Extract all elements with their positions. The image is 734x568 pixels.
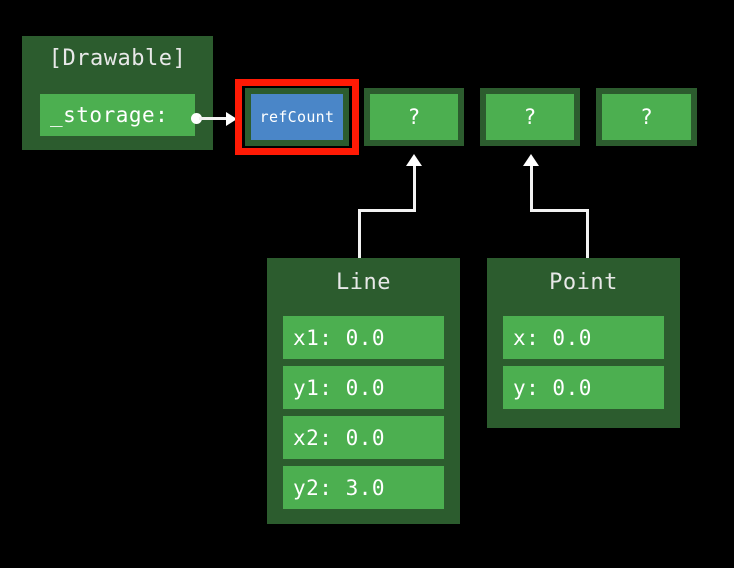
storage-cell-2: ? xyxy=(480,88,580,146)
storage-cell-2-label: ? xyxy=(486,94,574,140)
line-connector-arrowhead xyxy=(406,154,422,166)
line-field-x1: x1: 0.0 xyxy=(283,316,444,359)
drawable-field-storage: _storage: xyxy=(40,94,195,136)
line-connector-riser xyxy=(413,166,416,212)
storage-cell-3: ? xyxy=(596,88,697,146)
point-struct-box: Point x: 0.0 y: 0.0 xyxy=(487,258,680,428)
point-connector-riser xyxy=(530,166,533,212)
line-field-y1: y1: 0.0 xyxy=(283,366,444,409)
storage-pointer-line xyxy=(199,117,229,120)
storage-cell-0: refCount xyxy=(245,88,349,146)
line-field-y2: y2: 3.0 xyxy=(283,466,444,509)
storage-cell-3-label: ? xyxy=(602,94,691,140)
storage-cell-0-label: refCount xyxy=(251,94,343,140)
point-connector-arrowhead xyxy=(523,154,539,166)
line-connector-stem xyxy=(358,209,361,259)
storage-cell-1: ? xyxy=(364,88,464,146)
point-field-y: y: 0.0 xyxy=(503,366,664,409)
line-connector-bend xyxy=(358,209,416,212)
point-connector-stem xyxy=(586,209,589,259)
point-struct-title: Point xyxy=(549,270,618,295)
point-connector-bend xyxy=(530,209,589,212)
line-struct-box: Line x1: 0.0 y1: 0.0 x2: 0.0 y2: 3.0 xyxy=(267,258,460,524)
drawable-title: [Drawable] xyxy=(48,46,187,71)
point-field-x: x: 0.0 xyxy=(503,316,664,359)
line-field-x2: x2: 0.0 xyxy=(283,416,444,459)
line-struct-title: Line xyxy=(336,270,391,295)
drawable-box: [Drawable] _storage: xyxy=(22,36,213,150)
storage-pointer-dot xyxy=(191,113,202,124)
storage-pointer-arrowhead xyxy=(226,112,237,126)
storage-cell-1-label: ? xyxy=(370,94,458,140)
